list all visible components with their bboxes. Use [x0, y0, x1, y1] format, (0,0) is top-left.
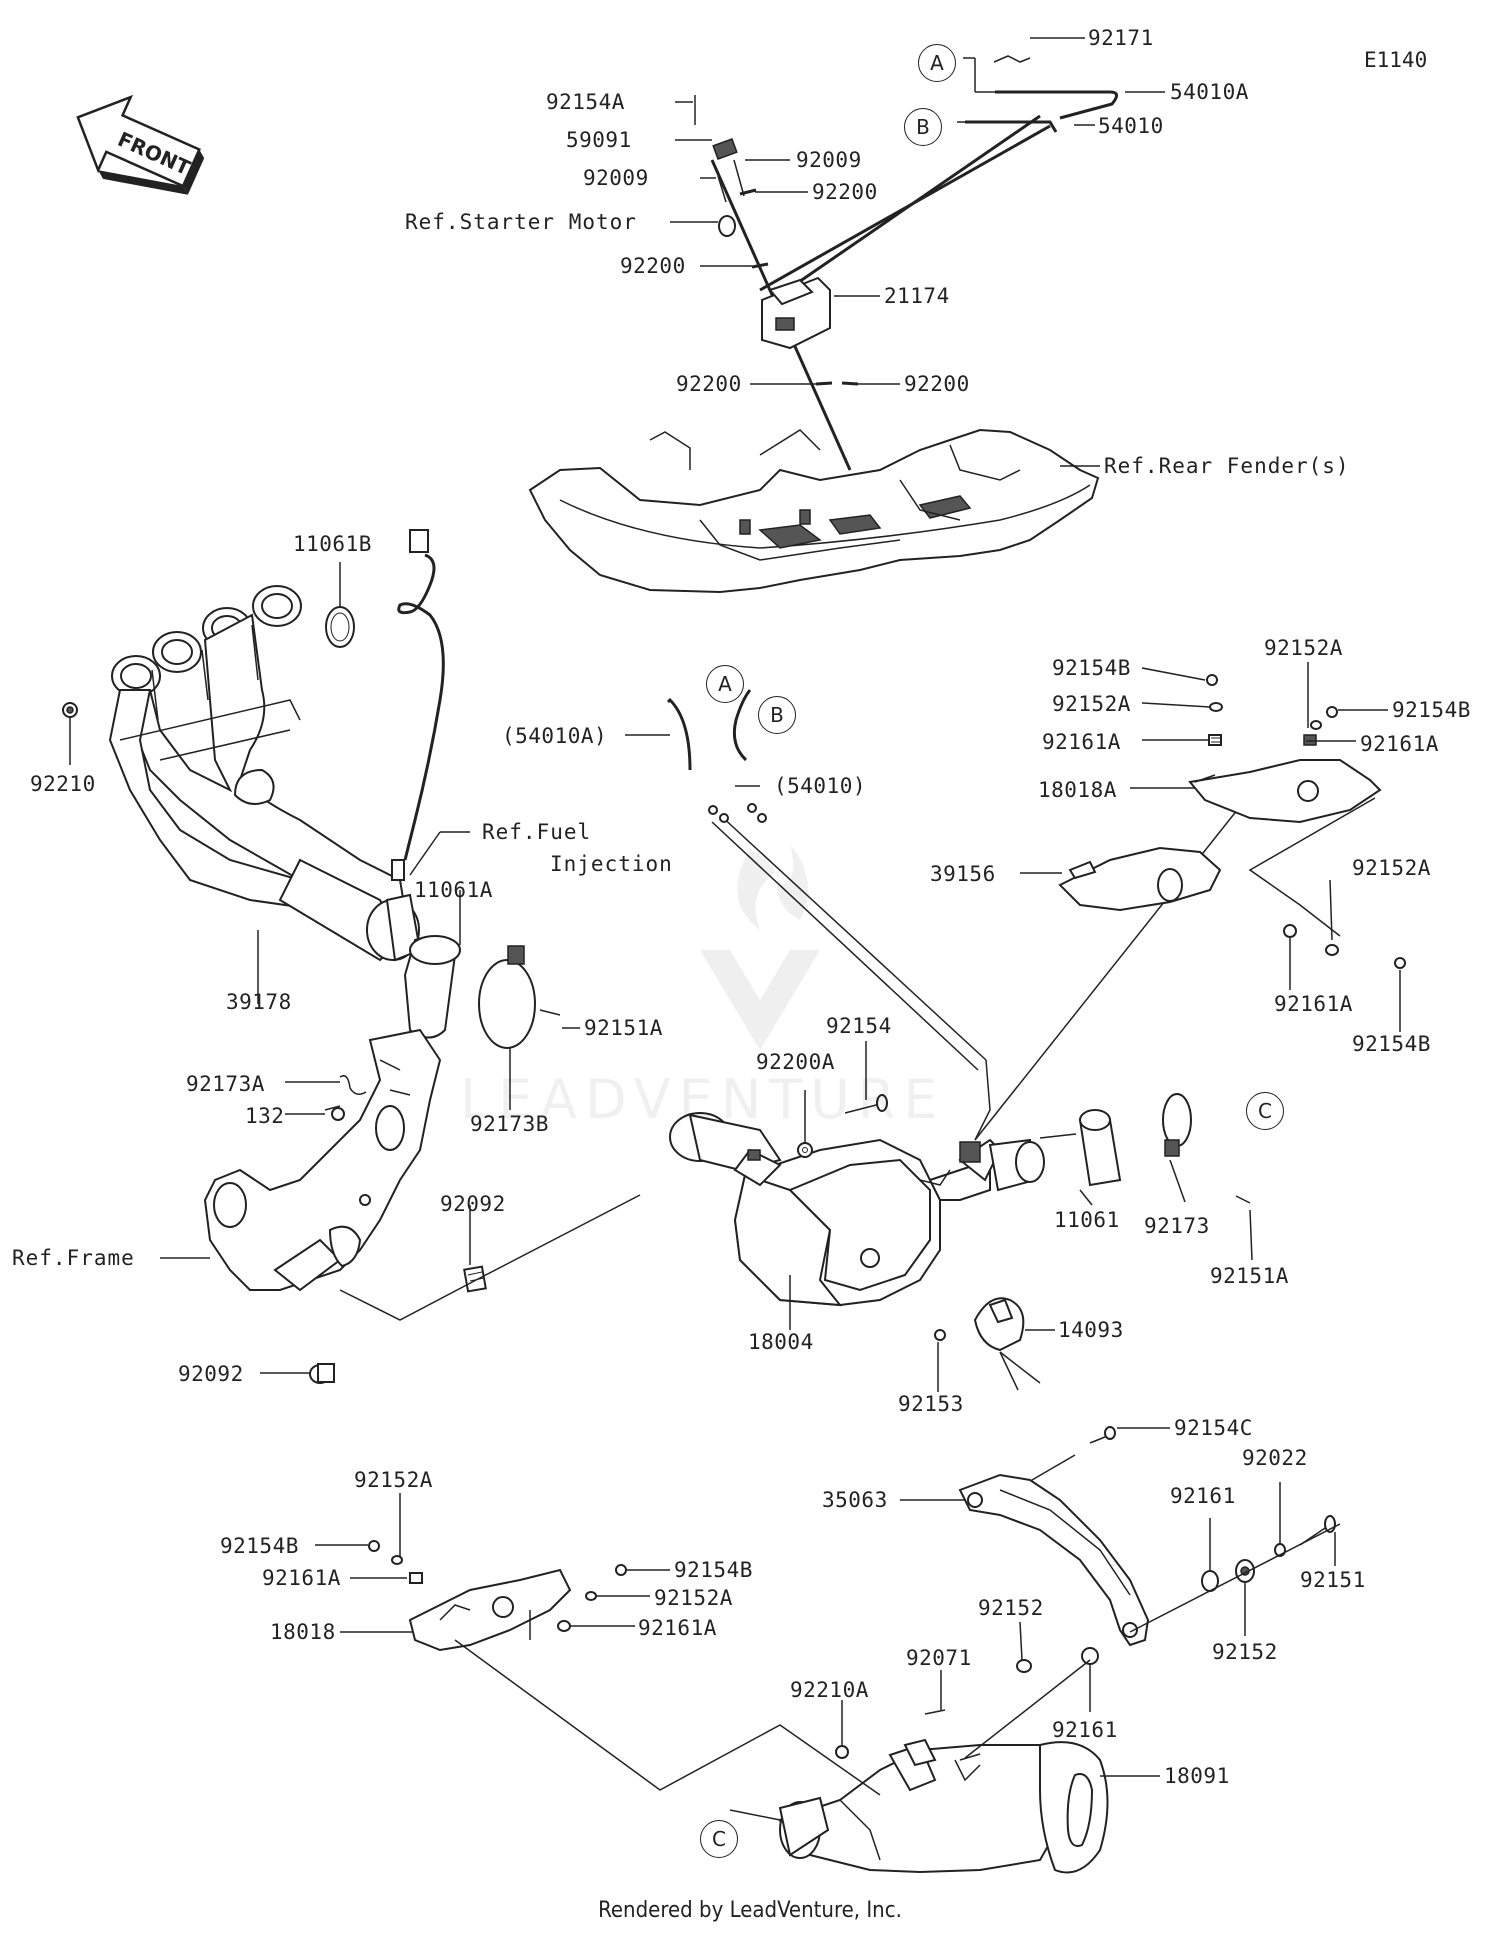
- callout-b-mid: B: [758, 696, 796, 734]
- label-92173: 92173: [1144, 1214, 1210, 1238]
- cover-39156-shape: [1058, 846, 1222, 912]
- label-54010A-paren: (54010A): [502, 724, 608, 748]
- bracket-35063-shape: [958, 1473, 1150, 1647]
- label-92200-c: 92200: [676, 372, 742, 396]
- front-arrow-icon: FRONT: [76, 94, 205, 195]
- callout-c-right: C: [1246, 1092, 1284, 1130]
- label-132: 132: [245, 1104, 285, 1128]
- label-92161A-top3: 92161A: [1274, 992, 1353, 1016]
- label-ref-fuel: Ref.Fuel: [482, 820, 592, 844]
- label-92161-b: 92161: [1052, 1718, 1118, 1742]
- label-92009-left: 92009: [583, 166, 649, 190]
- label-92152A-top1: 92152A: [1264, 636, 1343, 660]
- label-92154C: 92154C: [1174, 1416, 1253, 1440]
- callout-c-bottom: C: [700, 1820, 738, 1858]
- label-18091: 18091: [1164, 1764, 1230, 1788]
- label-92200A: 92200A: [756, 1050, 835, 1074]
- watermark-logo: [700, 845, 820, 1050]
- label-92151A-a: 92151A: [584, 1016, 663, 1040]
- label-21174: 21174: [884, 284, 950, 308]
- callout-a-top: A: [918, 44, 956, 82]
- exhaust-header-pipes: [108, 529, 445, 962]
- label-92154B-bottom1: 92154B: [220, 1534, 299, 1558]
- label-92161A-top2: 92161A: [1360, 732, 1439, 756]
- label-ref-frame: Ref.Frame: [12, 1246, 135, 1270]
- label-92173A: 92173A: [186, 1072, 265, 1096]
- label-54010-paren: (54010): [774, 774, 867, 798]
- label-92210A: 92210A: [790, 1678, 869, 1702]
- frame-bracket-shape: [203, 1028, 442, 1292]
- nut-92092-shape: [309, 1265, 487, 1384]
- valve-actuator-assembly: [694, 55, 1118, 471]
- clamp-92173-shape: [1162, 1093, 1192, 1157]
- label-92071: 92071: [906, 1646, 972, 1670]
- label-92161A-top1: 92161A: [1042, 730, 1121, 754]
- leader-lines: [69, 37, 1401, 1821]
- label-92092-b: 92092: [178, 1362, 244, 1386]
- label-11061B: 11061B: [293, 532, 372, 556]
- label-92152-a: 92152: [1212, 1640, 1278, 1664]
- label-92200-d: 92200: [904, 372, 970, 396]
- label-92151A-b: 92151A: [1210, 1264, 1289, 1288]
- cover-18018A-shape: [1188, 759, 1382, 824]
- label-92154A: 92154A: [546, 90, 625, 114]
- label-92161-a: 92161: [1170, 1484, 1236, 1508]
- label-92161A-bottom2: 92161A: [638, 1616, 717, 1640]
- clamp-92173B-shape: [478, 945, 561, 1049]
- rear-fender-shape: [528, 428, 1100, 594]
- label-54010A: 54010A: [1170, 80, 1249, 104]
- label-ref-starter-motor: Ref.Starter Motor: [405, 210, 637, 234]
- label-92153: 92153: [898, 1392, 964, 1416]
- label-92200-a: 92200: [812, 180, 878, 204]
- label-54010: 54010: [1098, 114, 1164, 138]
- label-ref-fuel-injection: Injection: [550, 852, 673, 876]
- label-92152A-bottom2: 92152A: [654, 1586, 733, 1610]
- watermark-text: LEADVENTURE: [460, 1068, 946, 1131]
- callout-b-top: B: [904, 108, 942, 146]
- gasket-11061-shape: [1078, 1109, 1122, 1187]
- label-59091: 59091: [566, 128, 632, 152]
- label-18004: 18004: [748, 1330, 814, 1354]
- guard-14093-shape: [973, 1297, 1025, 1352]
- label-92152A-top2: 92152A: [1052, 692, 1131, 716]
- label-92022: 92022: [1242, 1446, 1308, 1470]
- muffler-18091-shape: [778, 1738, 1109, 1874]
- label-92154B-bottom2: 92154B: [674, 1558, 753, 1582]
- label-39178: 39178: [226, 990, 292, 1014]
- label-92152A-top3: 92152A: [1352, 856, 1431, 880]
- gasket-11061A-shape: [403, 935, 461, 1039]
- label-ref-rear-fender: Ref.Rear Fender(s): [1104, 454, 1350, 478]
- label-35063: 35063: [822, 1488, 888, 1512]
- label-14093: 14093: [1058, 1318, 1124, 1342]
- label-92009-right: 92009: [796, 148, 862, 172]
- label-11061: 11061: [1054, 1208, 1120, 1232]
- label-92154B-top2: 92154B: [1392, 698, 1471, 722]
- label-39156: 39156: [930, 862, 996, 886]
- callout-a-mid: A: [706, 665, 744, 703]
- label-11061A: 11061A: [414, 878, 493, 902]
- label-92152-b: 92152: [978, 1596, 1044, 1620]
- label-18018: 18018: [270, 1620, 336, 1644]
- label-92151: 92151: [1300, 1568, 1366, 1592]
- label-92171: 92171: [1088, 26, 1154, 50]
- label-92154B-top: 92154B: [1052, 656, 1131, 680]
- cover-18018-shape: [408, 1568, 572, 1652]
- label-92092-a: 92092: [440, 1192, 506, 1216]
- label-92154B-top3: 92154B: [1352, 1032, 1431, 1056]
- label-92161A-bottom1: 92161A: [262, 1566, 341, 1590]
- label-92173B: 92173B: [470, 1112, 549, 1136]
- label-18018A: 18018A: [1038, 778, 1117, 802]
- label-92210: 92210: [30, 772, 96, 796]
- label-92152A-bottom1: 92152A: [354, 1468, 433, 1492]
- diagram-code: E1140: [1364, 48, 1428, 72]
- label-92200-b: 92200: [620, 254, 686, 278]
- premuffler-18004-shape: [669, 1112, 1045, 1307]
- label-92154: 92154: [826, 1014, 892, 1038]
- footer-credit: Rendered by LeadVenture, Inc.: [598, 1898, 902, 1923]
